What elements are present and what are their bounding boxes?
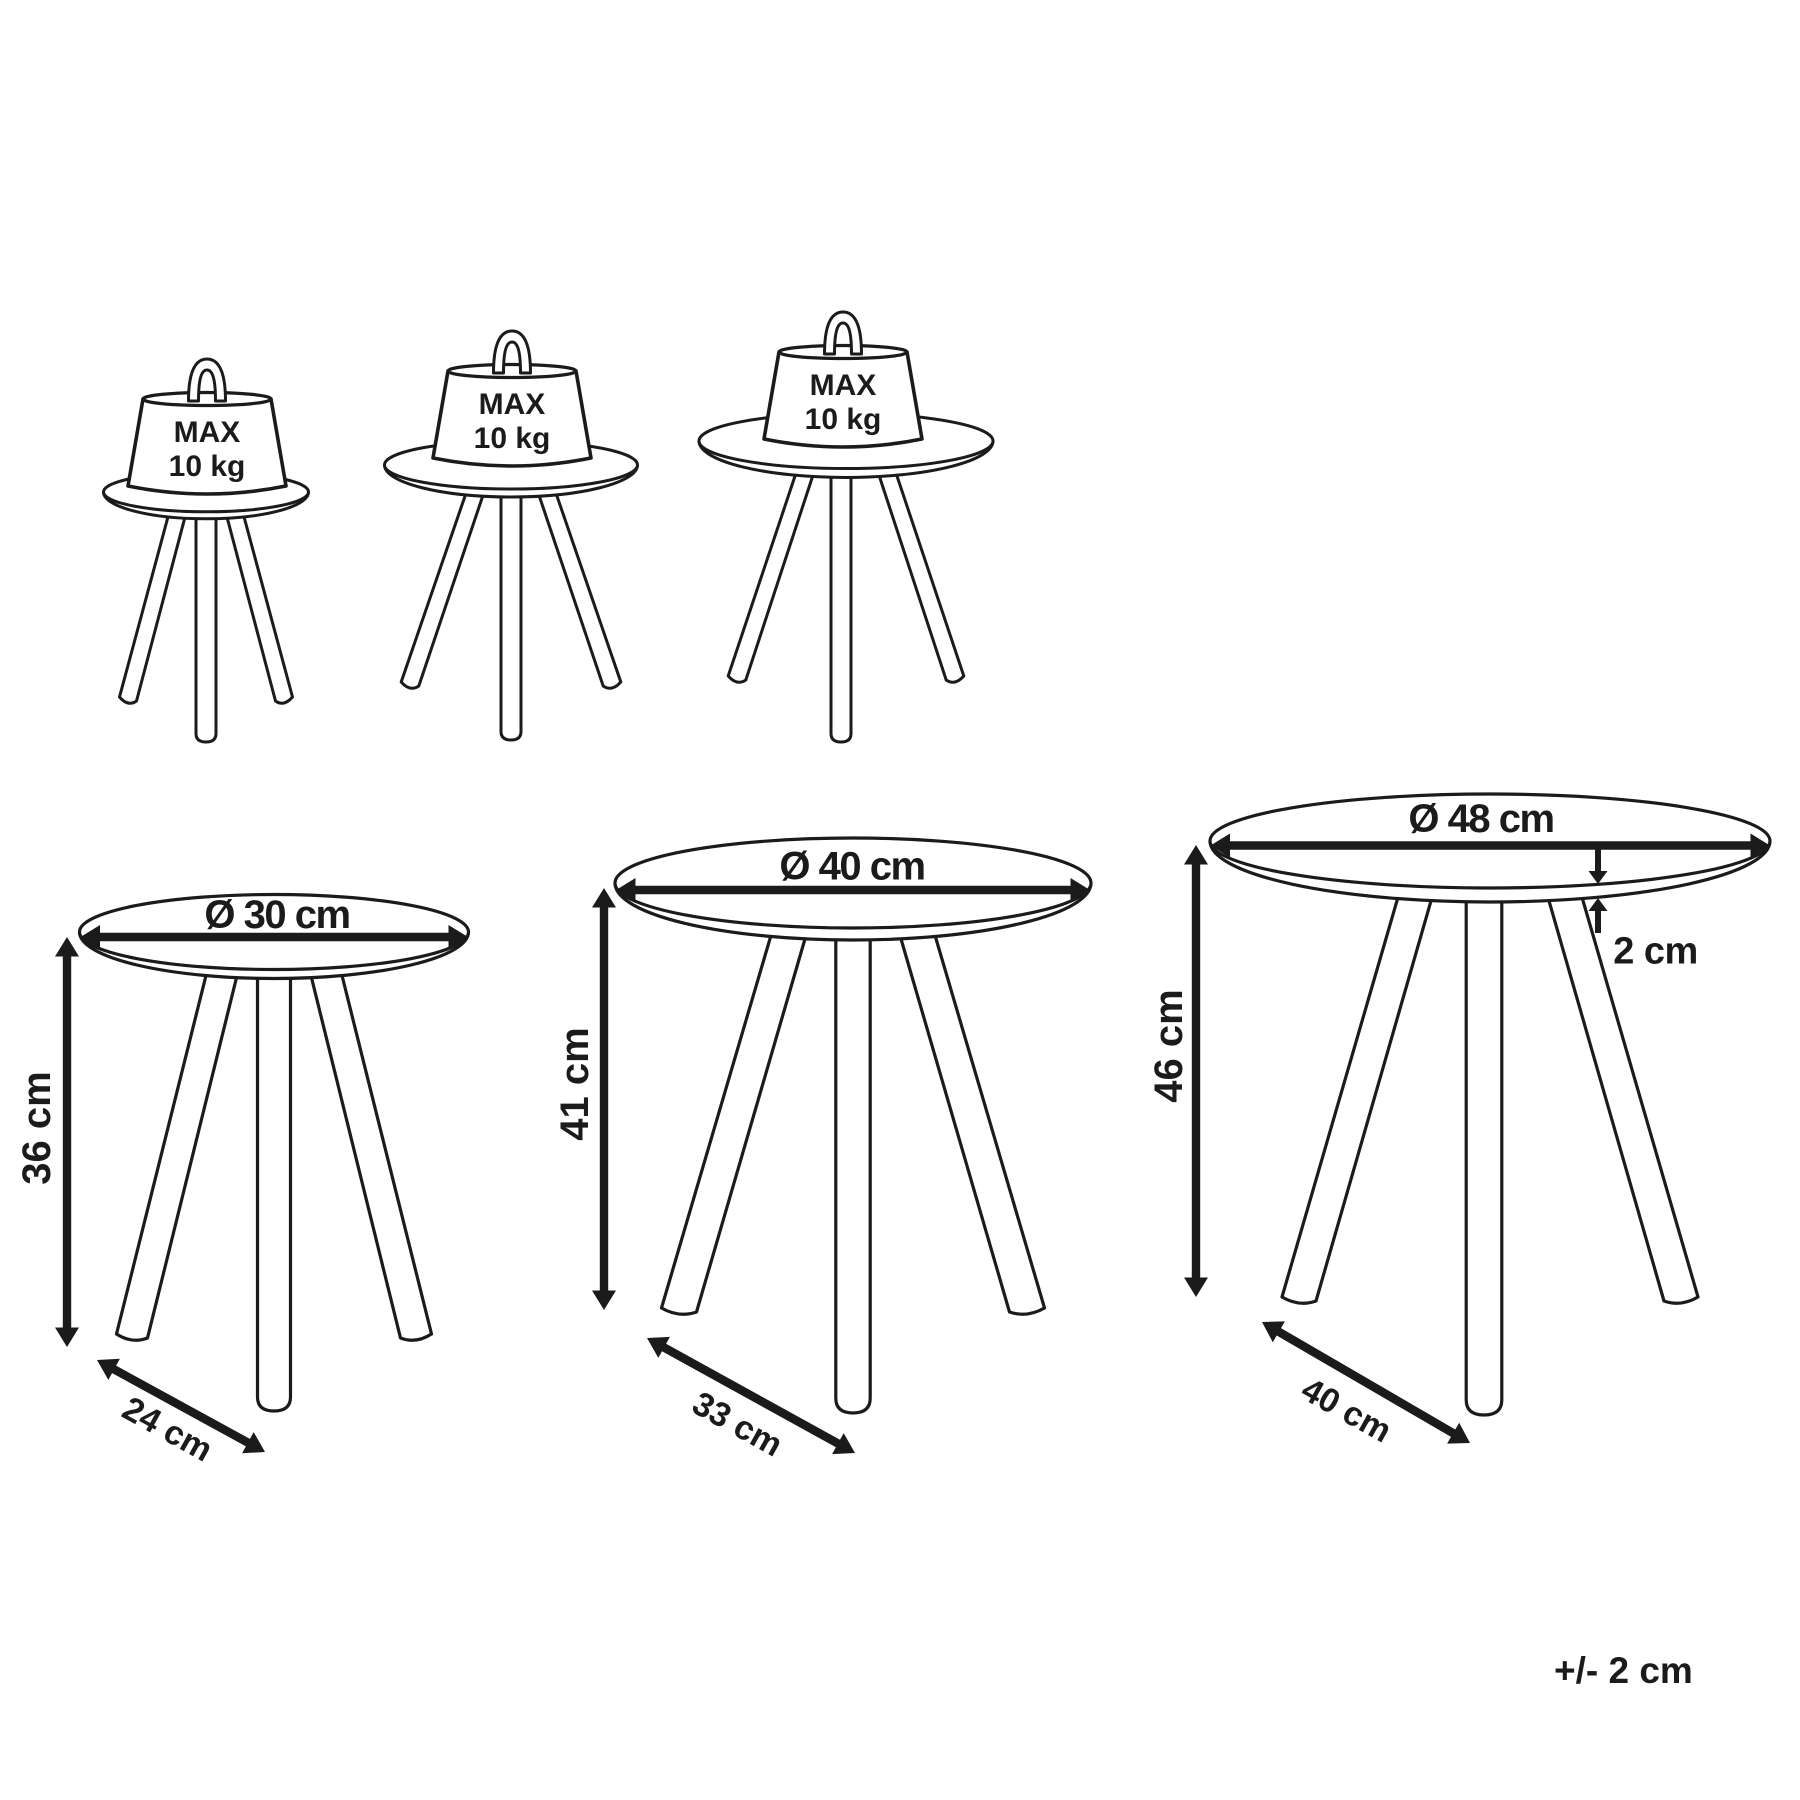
svg-text:Ø 48 cm: Ø 48 cm (1408, 797, 1553, 841)
svg-text:36 cm: 36 cm (15, 1071, 59, 1184)
svg-text:+/- 2 cm: +/- 2 cm (1554, 1650, 1693, 1691)
svg-text:MAX: MAX (810, 369, 877, 402)
svg-text:41 cm: 41 cm (553, 1027, 597, 1140)
svg-text:Ø 30 cm: Ø 30 cm (204, 893, 349, 937)
svg-text:MAX: MAX (174, 416, 241, 449)
svg-text:10 kg: 10 kg (805, 403, 882, 436)
svg-text:46 cm: 46 cm (1147, 989, 1191, 1102)
svg-text:Ø 40 cm: Ø 40 cm (779, 845, 924, 889)
svg-text:2 cm: 2 cm (1613, 931, 1698, 973)
svg-text:10 kg: 10 kg (169, 450, 246, 483)
svg-text:10 kg: 10 kg (474, 422, 551, 455)
svg-text:MAX: MAX (479, 388, 546, 421)
